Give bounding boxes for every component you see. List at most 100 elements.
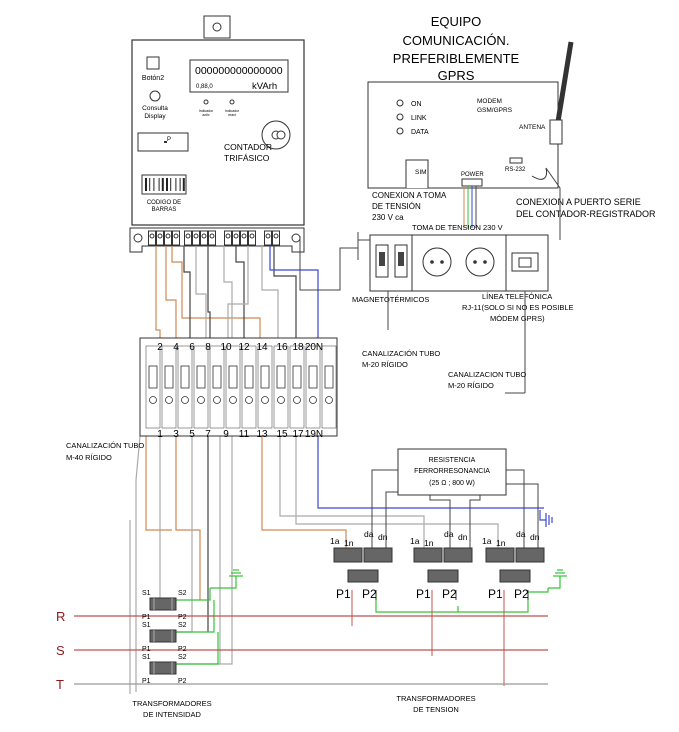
- meter-display-small: 0,88,0: [196, 84, 213, 90]
- sim-label: SIM: [415, 169, 427, 176]
- ct-p2-label: P2: [178, 646, 187, 653]
- terminal-bottom-label: 17: [292, 429, 304, 440]
- wire: [176, 436, 193, 633]
- resistor-line2: FERRORRESONANCIA: [414, 468, 490, 475]
- test-block-switch[interactable]: [260, 365, 270, 389]
- wire: [145, 436, 172, 531]
- vt-p1-label: P1: [488, 587, 503, 601]
- breaker1-handle: [379, 252, 385, 266]
- phase-label-s: S: [56, 643, 65, 658]
- vt-upper-right: [443, 547, 473, 563]
- phase-lines: RST: [56, 609, 548, 692]
- vt-p1-label: P1: [416, 587, 431, 601]
- test-block-switch[interactable]: [244, 365, 254, 389]
- terminal-top-label: 12: [238, 342, 250, 353]
- vt-1n-label: 1n: [344, 538, 354, 548]
- vt-lower: [347, 569, 379, 583]
- indicator-left-icon: [203, 99, 209, 105]
- modem: ON LINK DATA MODEM GSM/GPRS ANTENA SIM P…: [367, 41, 574, 189]
- terminal-bottom-label: 15: [276, 429, 288, 440]
- test-block-switch[interactable]: [308, 365, 318, 389]
- wire: [207, 246, 211, 340]
- wire: [159, 436, 176, 601]
- vt-dn-label: dn: [530, 532, 540, 542]
- meter-screw-left: [133, 233, 143, 243]
- ti-label-line2: DE INTENSIDAD: [143, 710, 202, 719]
- resistor-line1: RESISTENCIA: [429, 457, 476, 464]
- ct-p2-label: P2: [178, 614, 187, 621]
- canal40-line2: M-40 RÍGIDO: [66, 453, 112, 462]
- sim-slot: [405, 159, 429, 188]
- terminal-bottom-label: 9: [223, 429, 229, 440]
- vt-upper-right: [515, 547, 545, 563]
- test-block-switch[interactable]: [228, 365, 238, 389]
- vt-p2-label: P2: [514, 587, 529, 601]
- modem-title1: MODEM: [477, 98, 502, 105]
- test-block-switch[interactable]: [180, 365, 190, 389]
- test-block-switch[interactable]: [148, 365, 158, 389]
- wire: [155, 246, 161, 340]
- terminal-bottom-label: 13: [256, 429, 268, 440]
- test-block-switch[interactable]: [292, 365, 302, 389]
- meter-display-unit: kVArh: [252, 81, 277, 92]
- wire: [299, 236, 358, 291]
- wire: [165, 246, 177, 340]
- test-block-switch[interactable]: [196, 365, 206, 389]
- magnetotermicos-label: MAGNETOTÉRMICOS: [352, 295, 429, 304]
- wire: [317, 436, 544, 509]
- ground-icon-blue: [539, 510, 553, 527]
- wire: [469, 495, 481, 548]
- test-block-switch[interactable]: [212, 365, 222, 389]
- test-block-switch[interactable]: [324, 365, 334, 389]
- vt-dn-label: dn: [458, 532, 468, 542]
- terminal-top-label: 4: [173, 342, 179, 353]
- test-block-switch[interactable]: [276, 365, 286, 389]
- indicator-right-icon: [229, 99, 235, 105]
- meter: Botón2 000000000000000 0,88,0 kVArh Cons…: [129, 15, 305, 253]
- puerto-serie-line1: CONEXION A PUERTO SERIE: [516, 197, 641, 207]
- rs232-cable: [531, 167, 548, 180]
- vt-p1-label: P1: [336, 587, 351, 601]
- phase-label-r: R: [56, 609, 65, 624]
- terminal-top-label: 2: [157, 342, 163, 353]
- terminal-bottom-label: 1: [157, 429, 163, 440]
- tt-label-line2: DE TENSION: [413, 705, 459, 714]
- ct-core: [149, 597, 177, 611]
- header-line3: PREFERIBLEMENTE: [393, 51, 520, 66]
- antenna-base: [549, 119, 563, 145]
- header-line2: COMUNICACIÓN.: [403, 33, 510, 48]
- led-on-icon: [396, 99, 404, 107]
- vt-p2-label: P2: [442, 587, 457, 601]
- consulta-button[interactable]: [149, 90, 161, 102]
- terminal-top-label: 20N: [305, 342, 323, 353]
- ct-s1-label: S1: [142, 590, 151, 597]
- ti-label-line1: TRANSFORMADORES: [132, 699, 211, 708]
- ct-s2-label: S2: [178, 654, 187, 661]
- ground-icon-vt: [548, 569, 567, 589]
- vt-1a-label: 1a: [482, 536, 492, 546]
- terminal-top-label: 14: [256, 342, 268, 353]
- meter-terminals: [148, 230, 280, 246]
- wire: [261, 436, 347, 548]
- tt-label-line1: TRANSFORMADORES: [396, 694, 475, 703]
- ct-s1-label: S1: [142, 654, 151, 661]
- vt-upper-right: [363, 547, 393, 563]
- meter-display-digits: 000000000000000: [195, 65, 283, 77]
- led-on-label: ON: [411, 101, 422, 108]
- vt-1n-label: 1n: [496, 538, 506, 548]
- meter-p-label: P: [167, 137, 171, 143]
- test-block-switch[interactable]: [164, 365, 174, 389]
- wire: [223, 246, 233, 340]
- meter-button[interactable]: [146, 56, 160, 70]
- ct-p1-label: P1: [142, 678, 151, 685]
- vt-1n-label: 1n: [424, 538, 434, 548]
- meter-p-mark: [164, 141, 167, 143]
- header-line4: GPRS: [438, 68, 475, 83]
- wire: [371, 469, 398, 548]
